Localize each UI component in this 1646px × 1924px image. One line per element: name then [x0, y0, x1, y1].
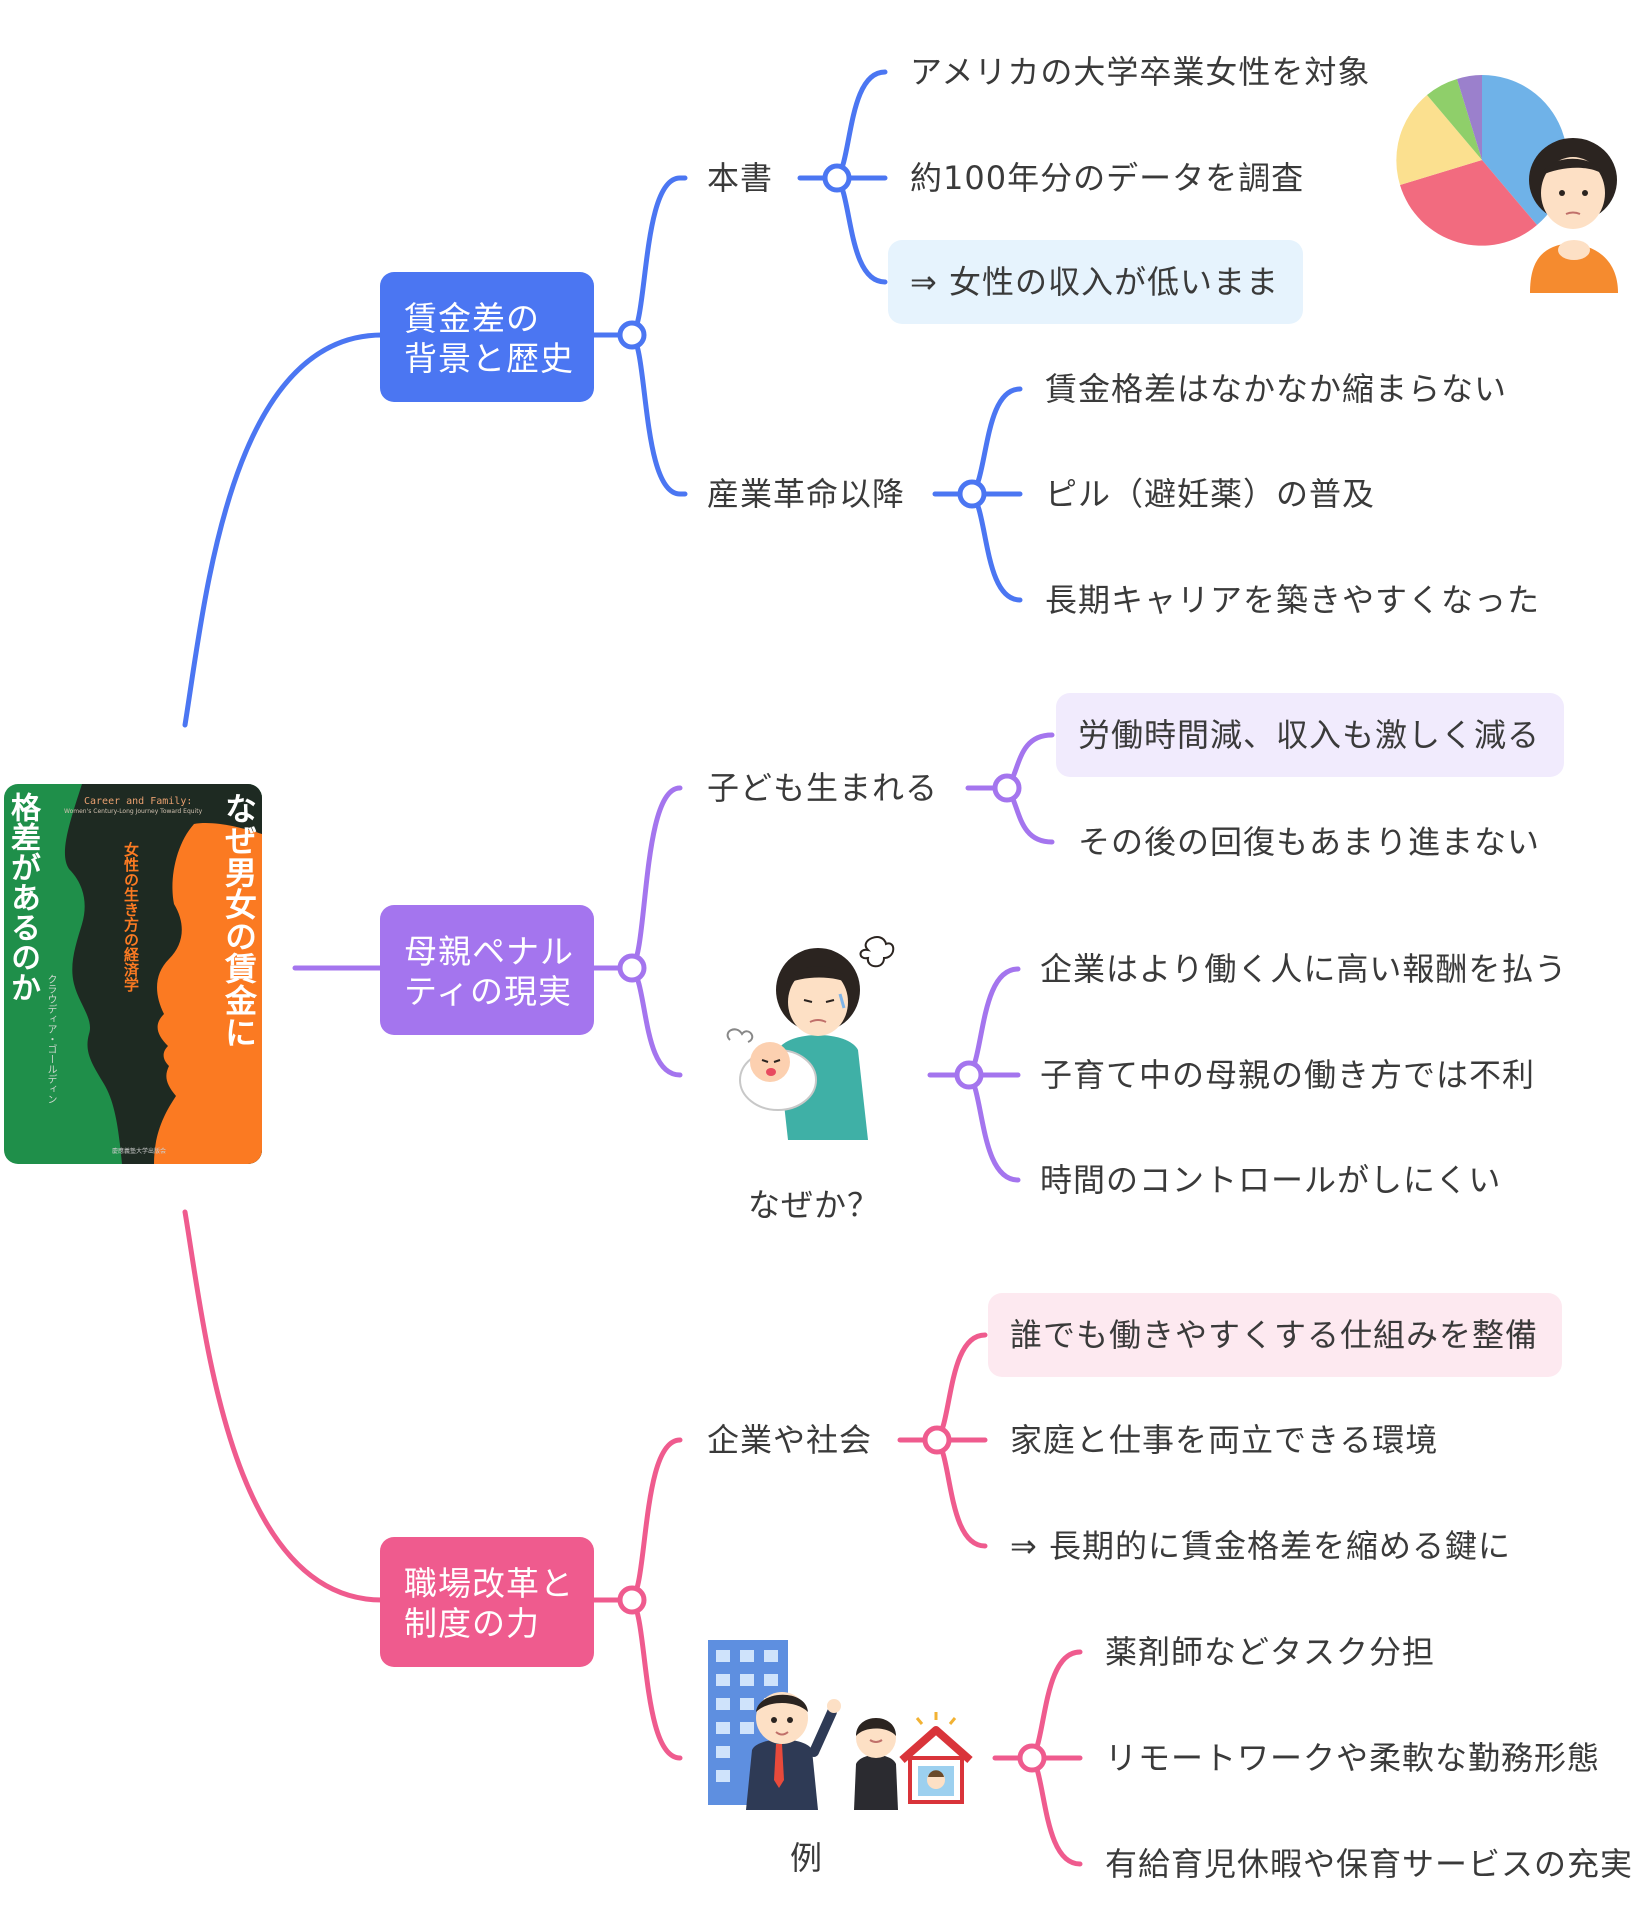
book-author: クラウディア・ゴールディン: [45, 974, 56, 1104]
subtopic-society[interactable]: 企業や社会: [707, 1421, 873, 1459]
subtopic-child[interactable]: 子ども生まれる: [707, 769, 939, 807]
leaf-industrial-2[interactable]: ピル（避妊薬）の普及: [1045, 475, 1376, 513]
leaf-example-2[interactable]: リモートワークや柔軟な勤務形態: [1105, 1739, 1601, 1777]
topic-history[interactable]: 賃金差の 背景と歴史: [380, 272, 594, 402]
subtopic-industrial[interactable]: 産業革命以降: [707, 475, 906, 513]
link-root-reform: [182, 1209, 385, 1603]
junction-industrial: [957, 479, 987, 509]
book-cover: Career and Family: Women's Century-Long …: [4, 784, 262, 1164]
leaf-industrial-1[interactable]: 賃金格差はなかなか縮まらない: [1045, 370, 1508, 408]
subtopic-book[interactable]: 本書: [707, 159, 774, 197]
book-title-line2: 格差があるのか: [5, 792, 40, 1002]
office-and-remote-work-illustration: [708, 1640, 973, 1810]
book-english-title: Career and Family:: [84, 796, 193, 807]
leaf-society-3[interactable]: ⇒ 長期的に賃金格差を縮める鍵に: [1010, 1527, 1511, 1565]
subtopic-example[interactable]: 例: [790, 1839, 824, 1877]
book-title-line1: なぜ男女の賃金に: [220, 792, 258, 1048]
subtopic-why[interactable]: なぜか？: [748, 1186, 881, 1224]
junction-why: [954, 1060, 984, 1090]
leaf-child-2[interactable]: その後の回復もあまり進まない: [1078, 823, 1541, 861]
topic-reform[interactable]: 職場改革と 制度の力: [380, 1537, 594, 1667]
topic-penalty[interactable]: 母親ペナル ティの現実: [380, 905, 594, 1035]
junction-society: [922, 1425, 952, 1455]
junction-history: [617, 320, 647, 350]
leaf-example-1[interactable]: 薬剤師などタスク分担: [1105, 1633, 1436, 1671]
book-cover-art: [64, 784, 262, 1164]
leaf-book-2[interactable]: 約100年分のデータを調査: [910, 159, 1305, 197]
leaf-why-1[interactable]: 企業はより働く人に高い報酬を払う: [1040, 950, 1568, 988]
pie-chart-thinking-woman-illustration: [1396, 74, 1618, 293]
book-publisher: 慶應義塾大学出版会: [112, 1148, 167, 1155]
junction-reform: [617, 1585, 647, 1615]
leaf-example-3[interactable]: 有給育児休暇や保育サービスの充実: [1105, 1845, 1634, 1883]
book-english-subtitle: Women's Century-Long Journey Toward Equi…: [64, 808, 203, 815]
junction-example: [1017, 1743, 1047, 1773]
junction-penalty: [617, 953, 647, 983]
junction-child: [992, 773, 1022, 803]
link-root-history: [182, 332, 385, 728]
junction-book: [822, 163, 852, 193]
book-subtitle: 女性の生き方の経済学: [122, 842, 140, 992]
leaf-child-1[interactable]: 労働時間減、収入も激しく減る: [1056, 693, 1565, 777]
leaf-society-2[interactable]: 家庭と仕事を両立できる環境: [1010, 1421, 1439, 1459]
tired-mother-with-baby-illustration: [726, 936, 895, 1140]
leaf-book-1[interactable]: アメリカの大学卒業女性を対象: [910, 53, 1371, 91]
leaf-industrial-3[interactable]: 長期キャリアを築きやすくなった: [1045, 581, 1541, 619]
leaf-society-1[interactable]: 誰でも働きやすくする仕組みを整備: [988, 1293, 1563, 1377]
leaf-book-3[interactable]: ⇒ 女性の収入が低いまま: [888, 240, 1303, 324]
leaf-why-3[interactable]: 時間のコントロールがしにくい: [1040, 1161, 1502, 1199]
leaf-why-2[interactable]: 子育て中の母親の働き方では不利: [1040, 1056, 1536, 1094]
